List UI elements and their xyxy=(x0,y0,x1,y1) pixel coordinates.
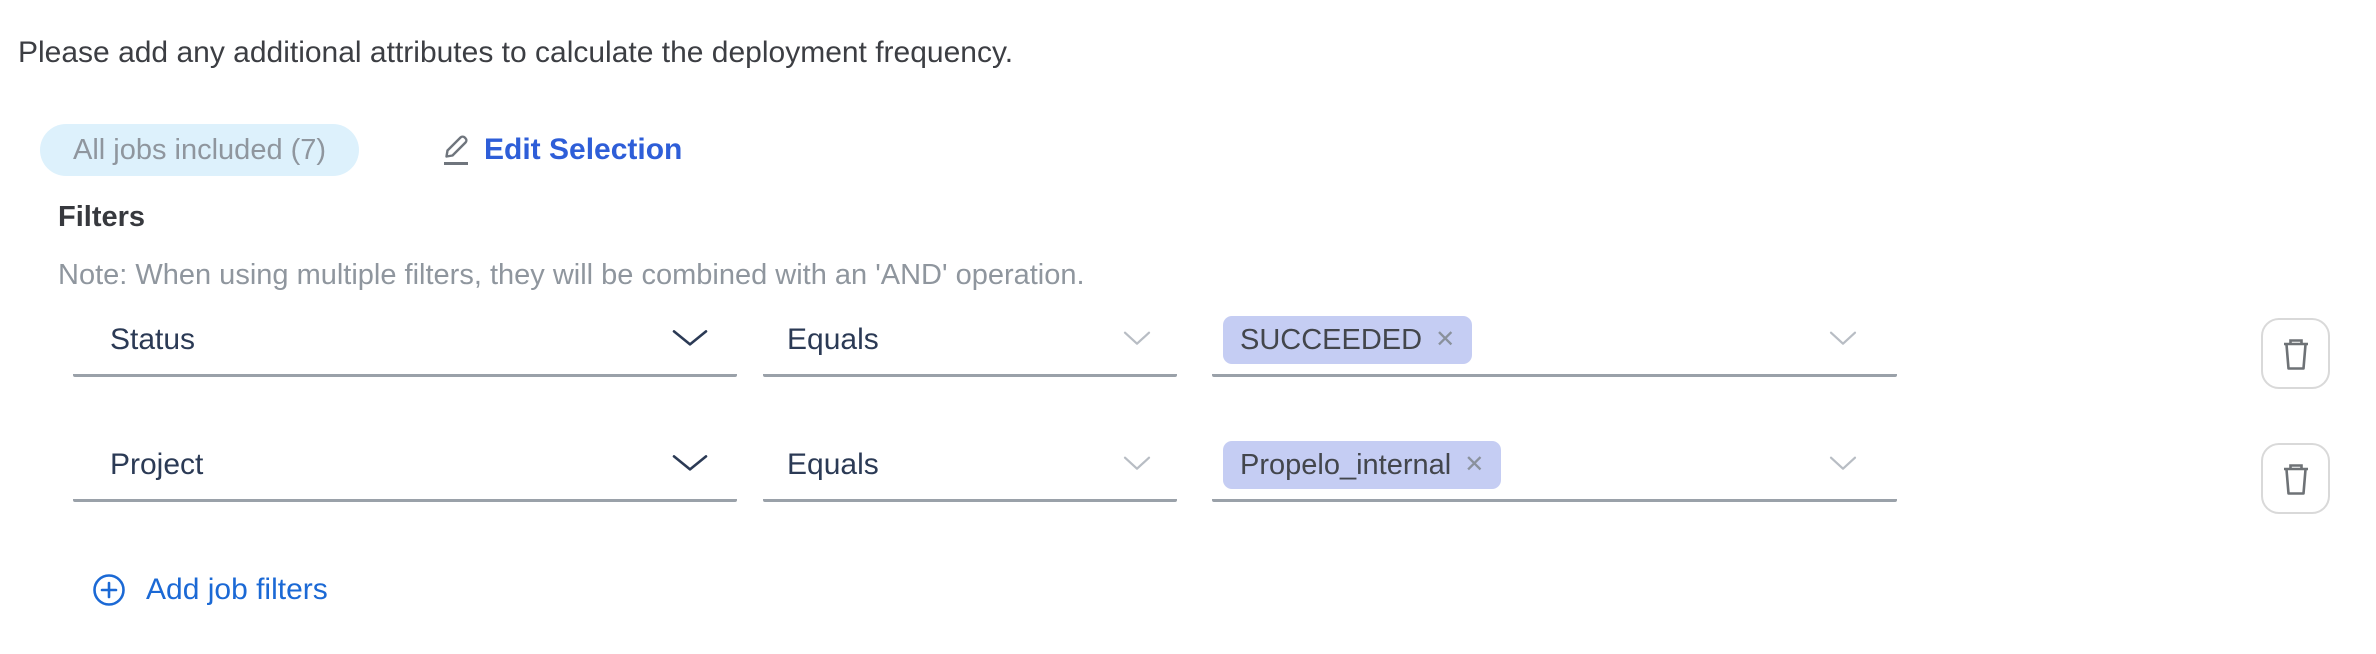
filter-row: Status Equals SUCCEEDED ✕ xyxy=(0,306,2376,390)
selected-field-label: Project xyxy=(110,448,204,481)
chevron-down-icon xyxy=(672,455,708,471)
edit-selection-label: Edit Selection xyxy=(484,133,683,166)
operator-select[interactable]: Equals xyxy=(763,306,1177,377)
operator-select[interactable]: Equals xyxy=(763,431,1177,502)
job-field-select[interactable]: Project xyxy=(73,431,737,502)
filters-heading: Filters xyxy=(58,201,146,233)
selected-operator-label: Equals xyxy=(787,323,879,356)
job-field-select[interactable]: Status xyxy=(73,306,737,377)
tag-label: Propelo_internal xyxy=(1240,448,1452,481)
chevron-down-icon xyxy=(672,330,708,346)
selected-value-tag: Propelo_internal ✕ xyxy=(1223,441,1502,489)
filters-note: Note: When using multiple filters, they … xyxy=(58,259,1085,291)
delete-filter-button[interactable] xyxy=(2261,443,2330,514)
filter-values-select[interactable]: Propelo_internal ✕ xyxy=(1212,431,1897,502)
selected-field-label: Status xyxy=(110,323,196,356)
add-job-filters-button[interactable]: Add job filters xyxy=(92,573,328,607)
trash-icon xyxy=(2283,338,2308,370)
delete-filter-button[interactable] xyxy=(2261,318,2330,389)
selected-operator-label: Equals xyxy=(787,448,879,481)
chevron-down-icon xyxy=(1123,331,1151,345)
plus-circle-icon xyxy=(93,574,125,606)
remove-value-icon[interactable]: ✕ xyxy=(1464,451,1485,478)
jobs-included-label: All jobs included (7) xyxy=(73,133,327,166)
trash-icon xyxy=(2283,463,2308,495)
filter-values-select[interactable]: SUCCEEDED ✕ xyxy=(1212,306,1897,377)
chevron-down-icon xyxy=(1829,331,1857,345)
chevron-down-icon xyxy=(1123,456,1151,470)
filter-row: Project Equals Propelo_internal ✕ xyxy=(0,431,2376,515)
pencil-icon xyxy=(444,135,468,165)
chevron-down-icon xyxy=(1829,456,1857,470)
instruction-text: Please add any additional attributes to … xyxy=(18,36,1014,69)
add-job-filters-label: Add job filters xyxy=(146,573,328,606)
remove-value-icon[interactable]: ✕ xyxy=(1435,326,1456,353)
edit-selection-link[interactable]: Edit Selection xyxy=(441,128,682,172)
tag-label: SUCCEEDED xyxy=(1240,323,1423,356)
jobs-included-pill: All jobs included (7) xyxy=(40,124,360,176)
selected-value-tag: SUCCEEDED ✕ xyxy=(1223,316,1473,364)
